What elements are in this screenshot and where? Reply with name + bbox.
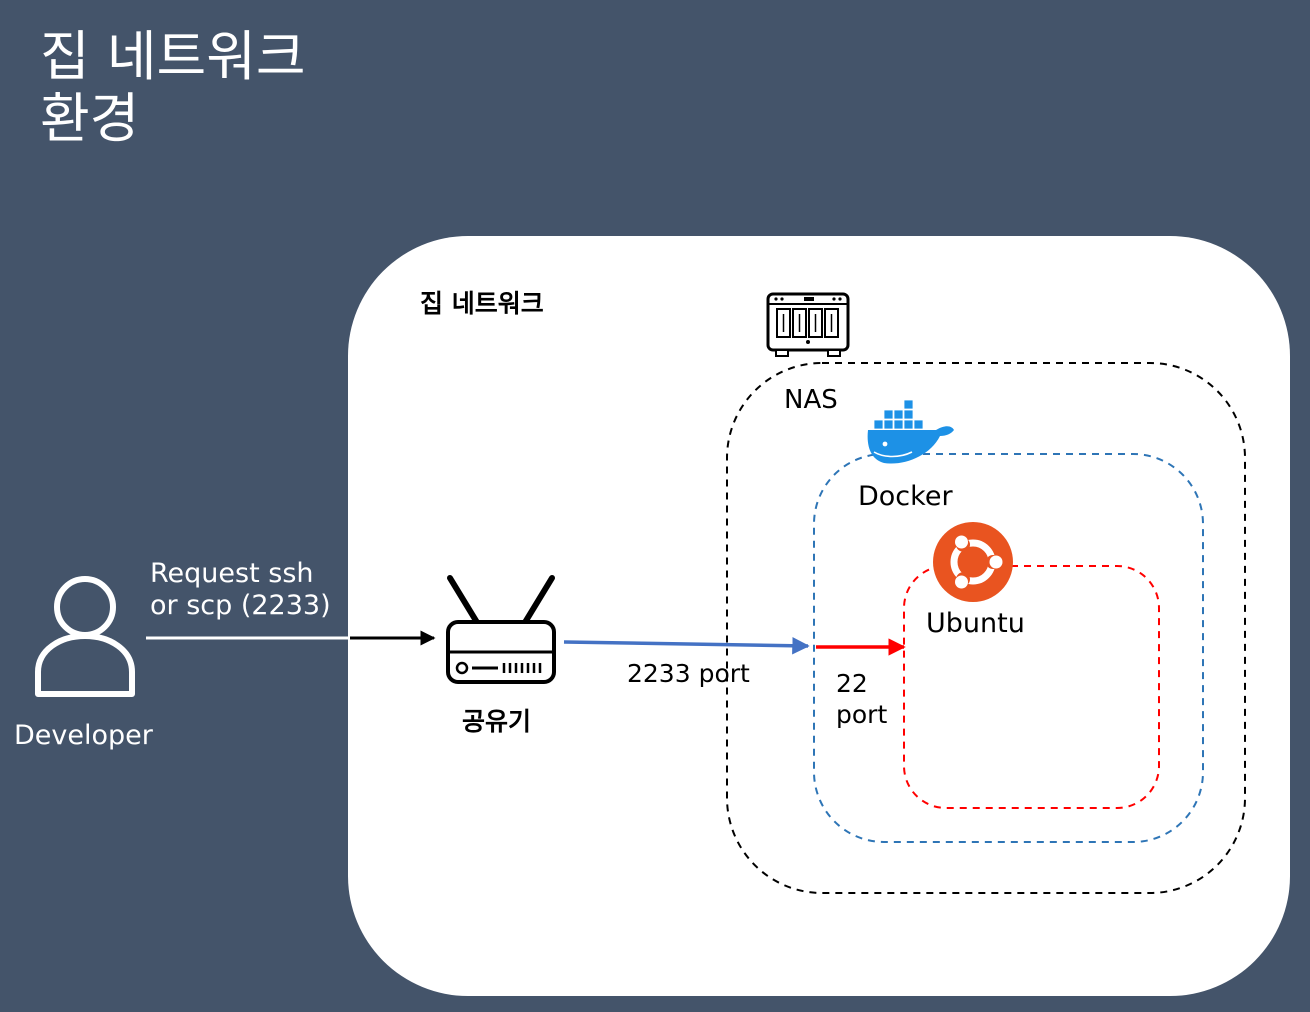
ubuntu-logo-icon — [933, 522, 1013, 602]
request-label-line-1: Request ssh — [150, 558, 314, 589]
nas-boundary — [726, 362, 1246, 894]
ubuntu-boundary — [903, 565, 1160, 809]
port-22-label: 22 port — [836, 668, 887, 730]
request-label-line-2: or scp (2233) — [150, 590, 331, 621]
nas-label: NAS — [784, 385, 838, 415]
person-icon — [35, 576, 135, 697]
docker-boundary — [813, 453, 1204, 843]
port-2233-arrow — [563, 636, 810, 655]
request-label: Request ssh or scp (2233) — [150, 558, 331, 622]
router-label: 공유기 — [462, 707, 532, 736]
nas-icon — [766, 292, 850, 357]
ubuntu-label: Ubuntu — [926, 608, 1025, 639]
slide-title: 집 네트워크 환경 — [40, 26, 306, 150]
port-22-label-line-2: port — [836, 700, 888, 729]
developer-label: Developer — [14, 720, 153, 751]
docker-label: Docker — [858, 481, 953, 512]
slide-title-line-2: 환경 — [40, 87, 140, 150]
docker-whale-icon — [867, 399, 954, 464]
port-2233-label: 2233 port — [627, 659, 750, 688]
home-network-label: 집 네트워크 — [420, 289, 544, 318]
wifi-router-icon — [446, 575, 556, 684]
port-22-label-line-1: 22 — [836, 669, 868, 698]
slide-title-line-1: 집 네트워크 — [40, 25, 306, 88]
